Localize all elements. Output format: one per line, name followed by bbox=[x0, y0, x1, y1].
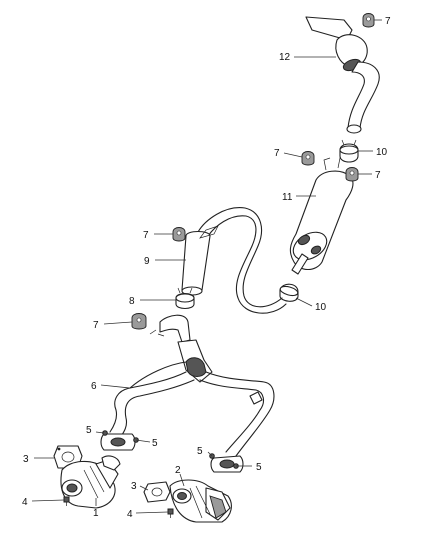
callout-7-upper-left: 7 bbox=[274, 148, 280, 159]
clamp-upper bbox=[339, 139, 359, 163]
callout-7-lower: 7 bbox=[93, 320, 99, 331]
stud-left bbox=[63, 496, 70, 506]
callout-11: 11 bbox=[282, 192, 293, 203]
flange-right bbox=[209, 453, 244, 473]
callout-10-lower: 10 bbox=[315, 302, 327, 313]
intermediate-pipe bbox=[181, 207, 287, 314]
clamp-lower bbox=[279, 283, 299, 302]
callout-1: 1 bbox=[93, 508, 99, 519]
callout-12: 12 bbox=[279, 52, 291, 63]
callout-7-middle: 7 bbox=[143, 230, 149, 241]
muffler bbox=[289, 157, 354, 275]
callout-4-left: 4 bbox=[22, 497, 28, 508]
callout-7-upper-right: 7 bbox=[375, 170, 381, 181]
isolator-middle bbox=[172, 227, 186, 242]
callout-4-right: 4 bbox=[127, 509, 133, 520]
callout-10-upper: 10 bbox=[376, 147, 388, 158]
gasket-right bbox=[143, 481, 171, 503]
flange-left bbox=[100, 430, 139, 451]
callout-5-left-a: 5 bbox=[86, 425, 92, 436]
callout-5-left-b: 5 bbox=[152, 438, 158, 449]
callout-8: 8 bbox=[129, 296, 135, 307]
catalytic-converter-right bbox=[169, 479, 232, 523]
tailpipe-resonator bbox=[305, 16, 380, 134]
clamp-part-8 bbox=[175, 287, 195, 310]
callout-3-right: 3 bbox=[131, 481, 137, 492]
callout-2: 2 bbox=[175, 465, 181, 476]
callout-6: 6 bbox=[91, 381, 97, 392]
y-pipe bbox=[109, 314, 275, 457]
leader-lines bbox=[31, 19, 382, 514]
isolator-upper-right bbox=[345, 167, 359, 182]
callout-5-right-b: 5 bbox=[256, 462, 262, 473]
isolator-top bbox=[362, 13, 375, 28]
callout-9: 9 bbox=[144, 256, 150, 267]
callout-labels: 7 12 10 7 7 11 7 9 8 10 7 6 5 5 5 5 3 4 … bbox=[22, 16, 391, 520]
callout-3-left: 3 bbox=[23, 454, 29, 465]
isolator-upper-left bbox=[301, 151, 315, 166]
callout-7-top: 7 bbox=[385, 16, 391, 27]
catalytic-converter-left bbox=[60, 455, 121, 509]
stud-right bbox=[167, 508, 174, 518]
callout-5-right-a: 5 bbox=[197, 446, 203, 457]
isolator-lower bbox=[131, 313, 147, 330]
